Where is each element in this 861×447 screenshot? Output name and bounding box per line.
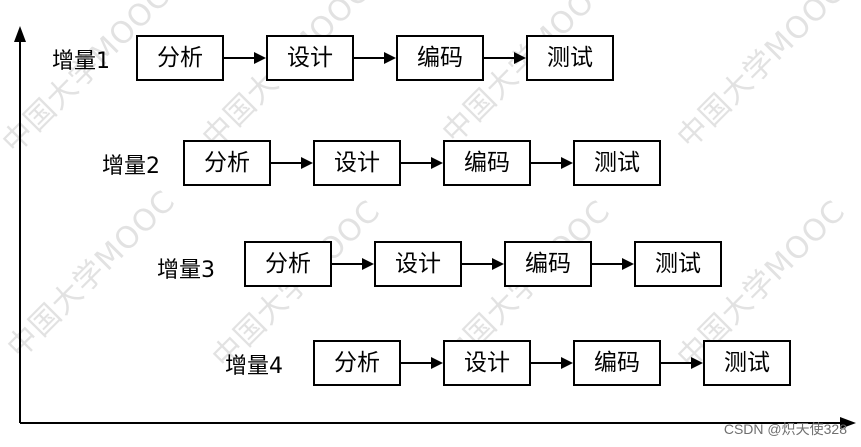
arrow [462,254,504,274]
process-box-analysis: 分析 [244,241,332,287]
watermark: 中国大学MOOC [0,183,183,366]
source-credit: CSDN @炽天使328 [723,421,847,437]
arrow [531,153,573,173]
process-box-testing: 测试 [634,241,722,287]
process-box-design: 设计 [313,140,401,186]
increment-label: 增量1 [52,49,110,74]
arrow [661,353,703,373]
increment-label: 增量2 [102,154,160,179]
process-box-design: 设计 [374,241,462,287]
y-axis-arrowhead [14,26,26,42]
process-box-testing: 测试 [526,35,614,81]
increment-label: 增量4 [225,354,283,379]
arrow [401,153,443,173]
process-box-coding: 编码 [396,35,484,81]
arrow [271,153,313,173]
arrow [401,353,443,373]
process-box-analysis: 分析 [136,35,224,81]
process-box-coding: 编码 [443,140,531,186]
process-box-analysis: 分析 [183,140,271,186]
process-box-analysis: 分析 [313,340,401,386]
arrow [224,48,266,68]
process-box-coding: 编码 [573,340,661,386]
process-box-testing: 测试 [703,340,791,386]
process-box-coding: 编码 [504,241,592,287]
arrow [354,48,396,68]
increment-label: 增量3 [157,258,215,283]
process-box-testing: 测试 [573,140,661,186]
watermark: 中国大学MOOC [670,0,853,156]
arrow [531,353,573,373]
arrow [332,254,374,274]
arrow [592,254,634,274]
process-box-design: 设计 [266,35,354,81]
arrow [484,48,526,68]
process-box-design: 设计 [443,340,531,386]
